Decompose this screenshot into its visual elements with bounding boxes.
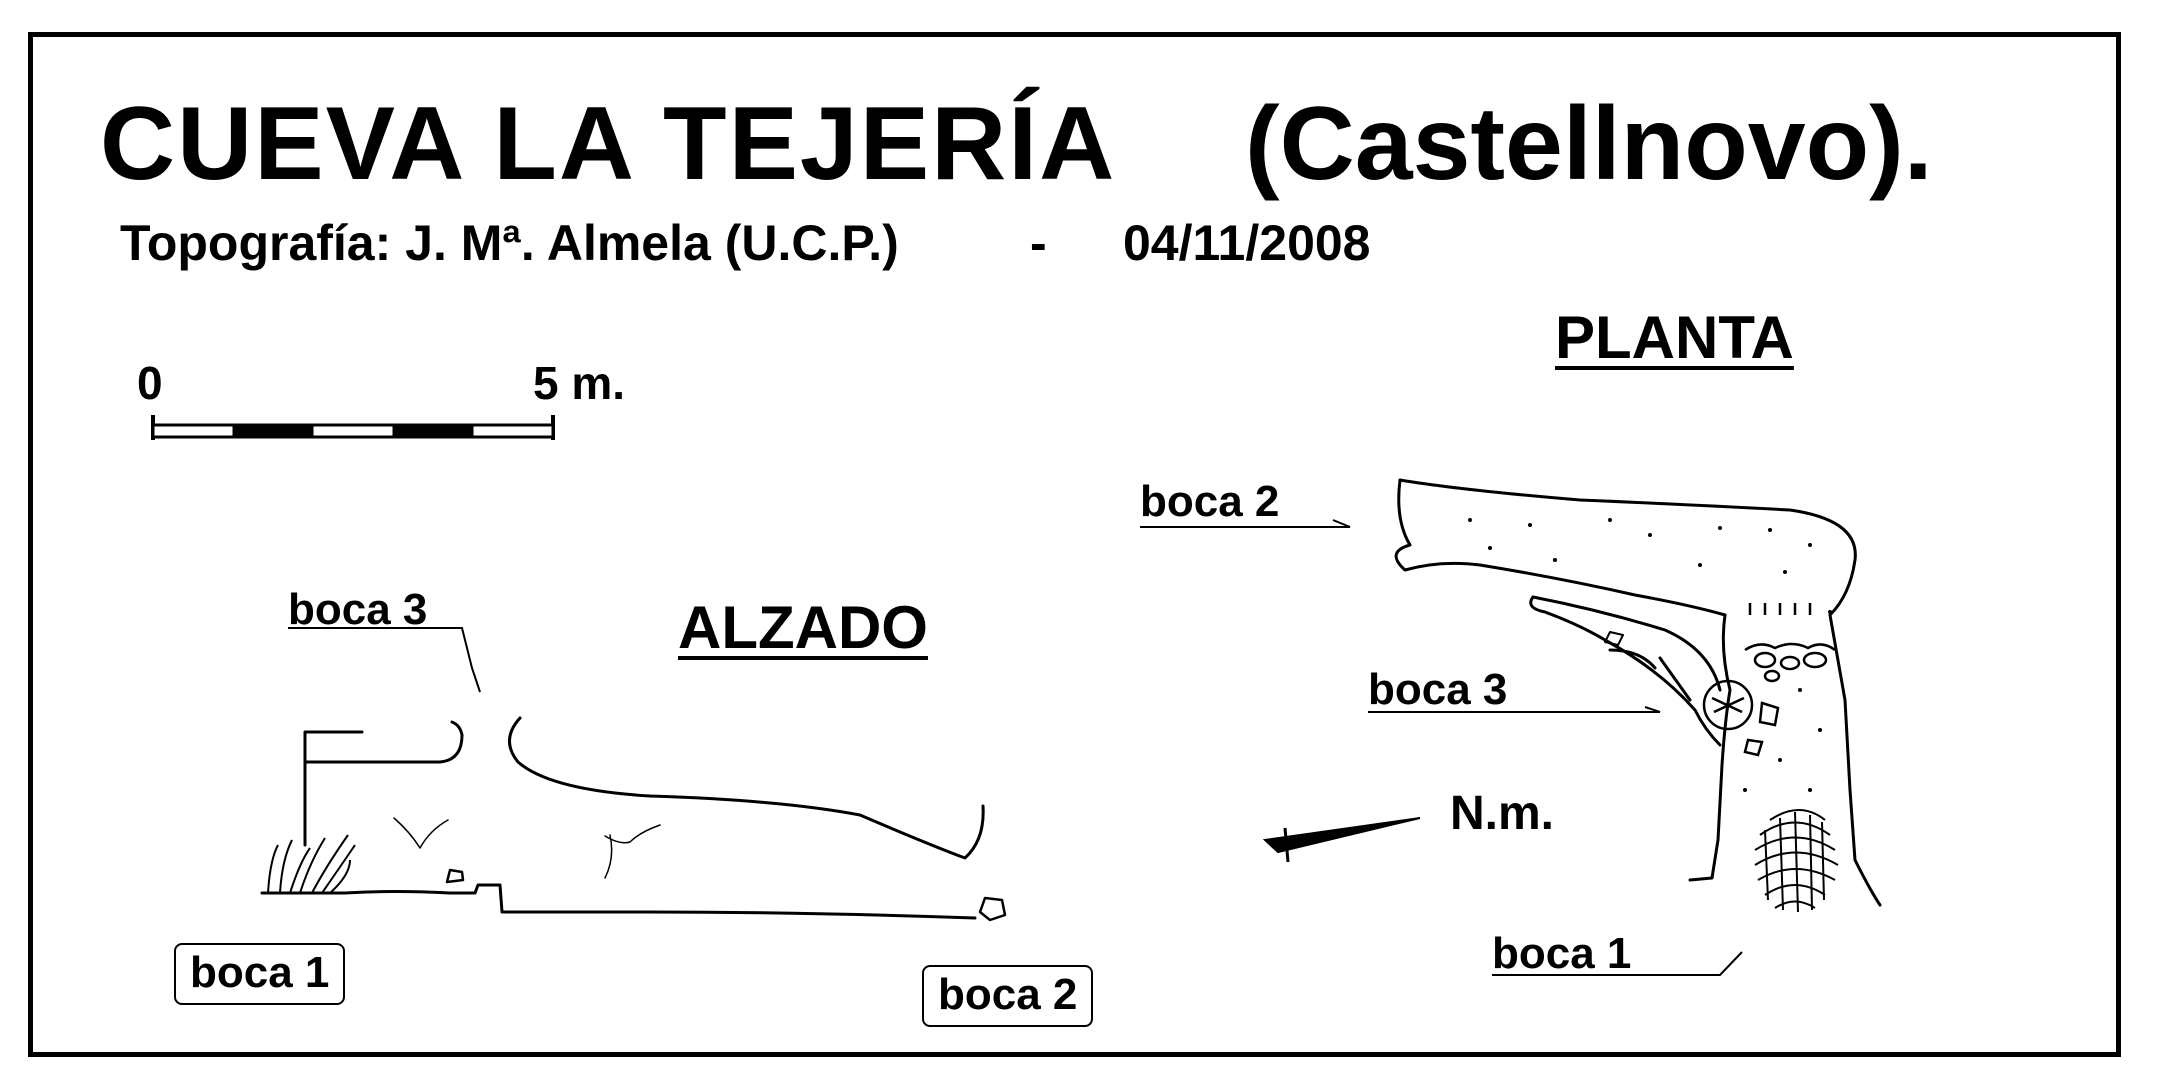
north-arrow: [1262, 817, 1421, 863]
elevation-profile: [260, 716, 1007, 922]
plan-label-leaders: [1140, 519, 1743, 976]
plan-view-heading: PLANTA: [1555, 304, 1794, 371]
scale-bar: [151, 415, 555, 440]
plan-boca-3-label: boca 3: [1368, 665, 1508, 714]
survey-date: 04/11/2008: [1123, 215, 1371, 271]
elevation-boca-3-leader: [288, 627, 481, 693]
scale-end-label: 5 m.: [533, 357, 626, 409]
elevation-boca-2-label: boca 2: [922, 965, 1094, 1027]
north-label: N.m.: [1450, 787, 1555, 840]
scale-start-label: 0: [137, 357, 163, 409]
survey-credit: Topografía: J. Mª. Almela (U.C.P.): [120, 215, 899, 271]
cave-title: CUEVA LA TEJERÍA: [100, 86, 1117, 202]
credit-separator: -: [1030, 215, 1047, 271]
cave-location: (Castellnovo).: [1245, 86, 1933, 202]
elevation-boca-3-label: boca 3: [288, 585, 428, 634]
plan-vegetation: [1754, 809, 1839, 913]
plan-stipple: [1468, 518, 1832, 792]
drawing-frame: [28, 32, 2121, 1057]
elevation-boca-1-label: boca 1: [174, 943, 346, 1005]
plan-rocks: [1702, 603, 1836, 757]
plan-boca-1-label: boca 1: [1492, 929, 1632, 978]
grass-icon: [267, 834, 356, 894]
plan-boca-2-label: boca 2: [1140, 477, 1280, 526]
plan-outline: [1394, 478, 1882, 907]
elevation-view-heading: ALZADO: [678, 594, 928, 661]
